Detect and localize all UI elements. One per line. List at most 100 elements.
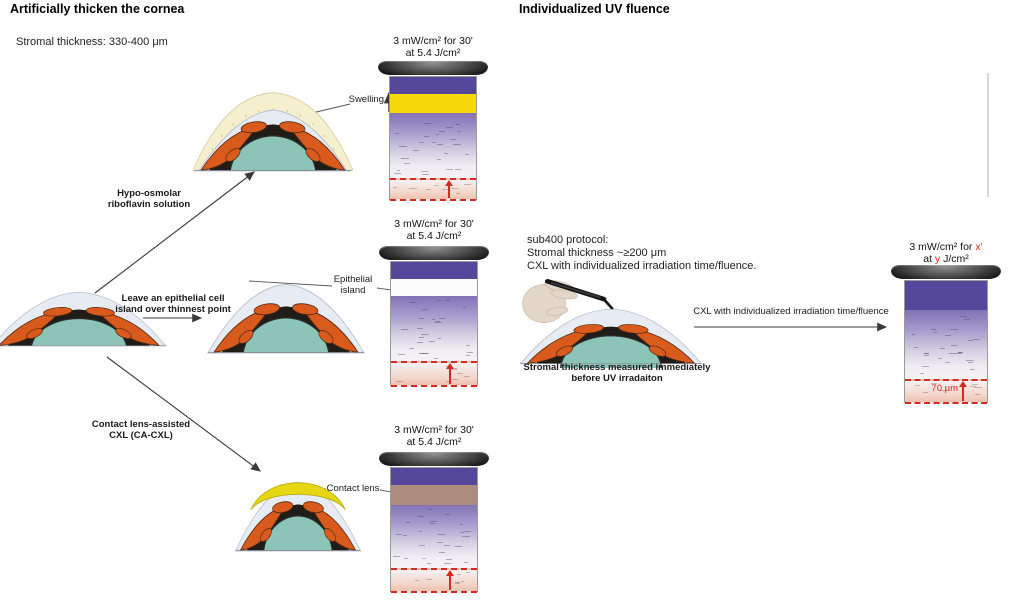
uv-device-swelling: 3 mW/cm² for 30'at 5.4 J/cm²: [363, 35, 503, 201]
demarcation-depth-arrow-shaft: [449, 365, 451, 384]
hand-thumb: [545, 306, 569, 316]
label-contact-lens-line2: CXL (CA-CXL): [109, 429, 173, 441]
stroma-texture-dash: [914, 347, 918, 349]
uv-dose-text: at 5.4 J/cm²: [406, 436, 462, 448]
uv-irradiated-band: [390, 77, 476, 94]
swelling-band: [390, 94, 476, 113]
stroma-texture-dash: [422, 558, 427, 560]
stroma-texture-dash: [401, 157, 409, 159]
label-demarcation-depth: 70 μm: [931, 383, 958, 394]
stroma-texture-dash: [919, 372, 925, 374]
contact-lens-band: [391, 485, 477, 505]
stroma-texture-dash: [924, 353, 930, 355]
stroma-texture-dash: [467, 352, 473, 354]
stroma-texture-dash: [924, 353, 930, 354]
pathway-arrow-hypo-osmolar: [94, 171, 255, 294]
stroma-texture-dash: [418, 530, 423, 532]
stroma-texture-dash: [404, 557, 409, 559]
uv-dose-line1: 3 mW/cm² for 30': [363, 35, 503, 47]
stroma-texture-dash: [408, 348, 415, 349]
stroma-texture-dash: [966, 360, 974, 362]
stroma-texture-dash: [463, 562, 468, 563]
stroma-texture-dash: [421, 308, 428, 310]
stroma-texture-dash: [453, 582, 459, 584]
uv-irradiated-band: [391, 468, 477, 485]
stroma-gradient-zone: [905, 310, 987, 379]
stroma-texture-dash: [393, 187, 397, 189]
swollen-epithelium-dot: [211, 148, 213, 151]
uv-dose-text: 3 mW/cm² for 30': [393, 35, 473, 47]
uv-beam-column: [390, 261, 478, 387]
swollen-epithelium-dot: [299, 114, 301, 117]
sub400-protocol-block: sub400 protocol: Stromal thickness ~≥200…: [527, 234, 757, 273]
stroma-texture-dash: [417, 341, 424, 343]
label-hypo-osmolar: Hypo-osmolar riboflavin solution: [88, 188, 210, 210]
stroma-texture-dash: [922, 392, 928, 394]
stroma-texture-dash: [395, 133, 400, 135]
swollen-epithelium-dot: [333, 148, 335, 151]
stroma-texture-dash: [915, 384, 920, 386]
stroma-texture-dash: [418, 141, 424, 143]
right-section-title: Individualized UV fluence: [519, 2, 670, 16]
stroma-texture-dash: [442, 189, 451, 190]
label-contact-lens-pathway: Contact lens-assisted CXL (CA-CXL): [80, 419, 202, 441]
eye-cross-section-swollen: [193, 88, 353, 176]
stroma-texture-dash: [428, 340, 435, 342]
stroma-texture-dash: [403, 535, 407, 537]
stroma-texture-dash: [435, 321, 440, 323]
uv-irradiated-band: [391, 262, 477, 279]
stroma-texture-dash: [911, 334, 915, 336]
iris-top-right: [279, 121, 306, 134]
stroma-texture-dash: [463, 530, 471, 532]
stroma-texture-dash: [421, 171, 429, 173]
uv-dose-line2: at y J/cm²: [876, 253, 1016, 265]
stroma-texture-dash: [951, 345, 958, 347]
crystalline-lens: [263, 515, 333, 551]
iris-top-right: [302, 501, 324, 514]
stroma-texture-dash: [462, 307, 467, 309]
hand-finger-2: [551, 289, 578, 300]
uv-lamp-head: [379, 452, 489, 466]
stromal-thickness-range: Stromal thickness: 330-400 μm: [16, 36, 168, 48]
demarcation-depth-arrow-head: [446, 363, 454, 369]
stroma-texture-dash: [454, 168, 461, 170]
ciliary-right: [648, 345, 667, 357]
stroma-texture-dash: [396, 169, 400, 171]
stroma-texture-dash: [413, 149, 419, 151]
stroma-texture-dash: [439, 551, 445, 553]
stroma-texture-dash: [431, 142, 436, 144]
uv-dose-text: at 5.4 J/cm²: [406, 230, 462, 242]
uv-irradiated-band: [905, 281, 987, 310]
stroma-texture-dash: [422, 173, 429, 175]
stroma-texture-dash: [974, 387, 982, 389]
stroma-texture-dash: [466, 355, 470, 357]
stroma-texture-dash: [437, 144, 444, 146]
stroma-texture-dash: [930, 329, 937, 330]
iris-top-left: [253, 303, 280, 316]
protocol-line2: Stromal thickness ~≥200 μm: [527, 247, 667, 259]
stroma-texture-dash: [968, 340, 973, 341]
stroma-texture-dash: [395, 534, 402, 536]
stroma-texture-dash: [397, 354, 405, 356]
demarcation-depth-arrow-head: [446, 570, 454, 576]
pachymetry-caption-line2: before UV irradaiton: [571, 373, 663, 384]
stroma-texture-dash: [431, 318, 436, 320]
stroma-texture-dash: [400, 328, 409, 330]
stroma-texture-dash: [457, 581, 461, 583]
untreated-stroma-zone: [391, 568, 477, 593]
pachymetry-caption: Stromal thickness measured immediately b…: [512, 362, 722, 384]
iris-right: [301, 307, 359, 353]
demarcation-depth-arrow-shaft: [448, 182, 450, 198]
stroma-texture-dash: [415, 580, 419, 582]
stroma-texture-dash: [973, 338, 981, 340]
label-swelling: Swelling: [348, 94, 384, 105]
iris-top-right: [85, 307, 115, 317]
iris-left: [0, 310, 63, 346]
stroma-texture-dash: [933, 332, 937, 333]
swollen-epithelium-dot: [286, 110, 289, 112]
stroma-texture-dash: [456, 124, 461, 126]
ciliary-right: [305, 148, 321, 162]
uv-dose-line1: 3 mW/cm² for x': [876, 241, 1016, 253]
label-epithelial-island-line2: island: [340, 284, 366, 296]
stroma-texture-dash: [434, 357, 439, 359]
